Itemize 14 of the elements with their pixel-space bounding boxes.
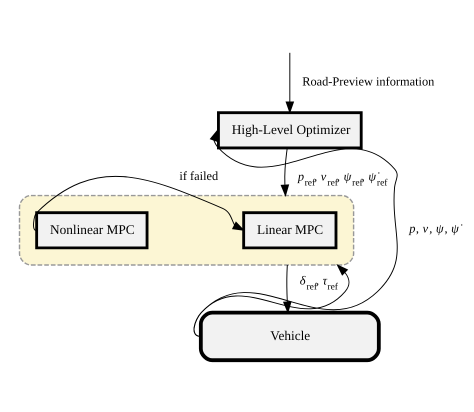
node-box: Linear MPC	[242, 211, 338, 250]
edge-label: if failed	[179, 169, 218, 184]
node-box: Nonlinear MPC	[35, 211, 148, 250]
cluster	[18, 194, 354, 266]
edge-label: Road-Preview information	[302, 74, 434, 88]
arrow	[194, 128, 398, 337]
node-box: Vehicle	[198, 310, 381, 362]
arrow	[286, 52, 294, 114]
arrow	[194, 264, 350, 337]
arrow	[280, 148, 290, 197]
node-box: High-Level Optimizer	[217, 111, 363, 150]
edge-label: δ$_{ref}$, τ$_{ref}$	[300, 273, 338, 292]
arrow	[33, 176, 245, 231]
edge-label: p$_{ref}$, v$_{ref}$, ψ$_{ref}$, ψ̇$_{ref}$	[298, 170, 388, 189]
